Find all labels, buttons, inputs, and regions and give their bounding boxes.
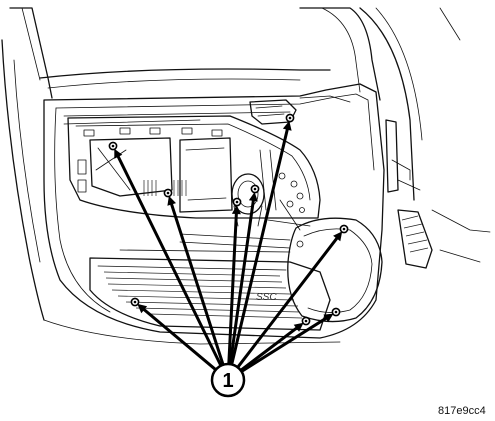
fastener-marker-8 (301, 316, 311, 326)
fastener-markers (108, 113, 349, 326)
leader-line-1 (114, 150, 223, 368)
door-panel-outline (43, 83, 385, 339)
reference-id: 817e9cc4 (438, 405, 486, 417)
leader-arrowhead-2 (167, 195, 176, 206)
fastener-marker-1 (108, 141, 118, 151)
fastener-marker-4 (250, 184, 260, 194)
leader-arrowhead-9 (323, 313, 334, 323)
fastener-marker-9 (331, 307, 341, 317)
leader-arrowhead-4 (248, 192, 258, 202)
inner-panel-cavity (67, 115, 321, 231)
leader-line-5 (230, 123, 290, 366)
callout-1: 1 (210, 362, 246, 398)
speaker-grille (287, 217, 383, 323)
mirror-mount (249, 95, 351, 125)
leader-arrowhead-7 (333, 231, 343, 242)
fastener-marker-2 (163, 188, 173, 198)
fastener-marker-6 (130, 297, 140, 307)
leader-lines (114, 120, 343, 373)
leader-line-4 (228, 194, 256, 366)
leader-line-2 (168, 198, 225, 367)
callout-label: 1 (222, 370, 233, 392)
leader-line-7 (236, 233, 342, 369)
leader-arrowhead-1 (114, 148, 123, 159)
leader-arrowhead-6 (137, 303, 148, 314)
leader-line-8 (239, 323, 302, 372)
leader-arrowhead-3 (231, 205, 241, 215)
leader-line-6 (138, 305, 218, 372)
leader-line-9 (240, 314, 332, 373)
lower-door-edge (43, 319, 341, 345)
leader-arrowhead-8 (293, 322, 304, 332)
embossed-text: SSC (256, 292, 277, 303)
fastener-marker-7 (339, 224, 349, 234)
door-frame (1, 7, 491, 321)
leader-line-3 (227, 207, 239, 366)
leader-arrowhead-5 (282, 120, 292, 131)
fastener-marker-5 (285, 113, 295, 123)
lower-pocket (89, 233, 331, 331)
fastener-marker-3 (232, 197, 242, 207)
